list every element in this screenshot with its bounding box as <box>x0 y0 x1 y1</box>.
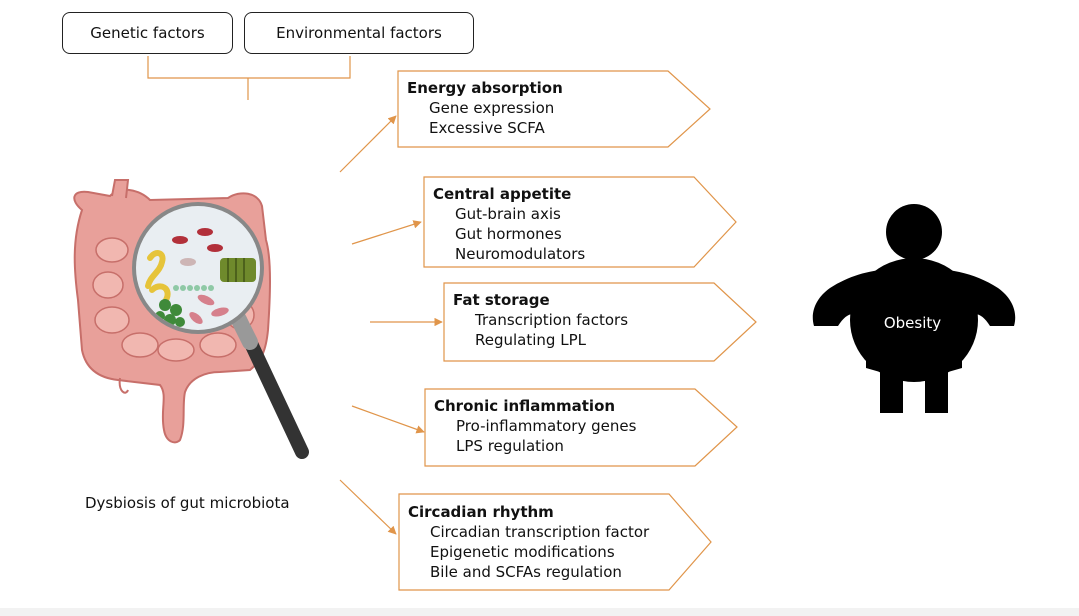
dysbiosis-label: Dysbiosis of gut microbiota <box>85 494 290 512</box>
environmental-factors-label: Environmental factors <box>276 24 442 42</box>
mechanism-item: Epigenetic modifications <box>430 543 615 561</box>
mechanism-item: Neuromodulators <box>455 245 586 263</box>
mechanism-item: Gut-brain axis <box>455 205 561 223</box>
obesity-label: Obesity <box>883 314 942 332</box>
arrow-to-energy-absorption <box>339 115 397 173</box>
mechanism-central-appetite: Central appetite Gut-brain axis Gut horm… <box>433 184 585 264</box>
arrow-to-circadian-rhythm <box>339 479 397 535</box>
mechanism-item: Bile and SCFAs regulation <box>430 563 622 581</box>
mechanism-item: Gene expression <box>429 99 555 117</box>
person-silhouette-icon <box>812 204 1016 413</box>
footer-strip <box>0 608 1079 616</box>
mechanism-title: Energy absorption <box>407 79 563 97</box>
mechanism-circadian-rhythm: Circadian rhythm Circadian transcription… <box>408 502 649 582</box>
circadian-rhythm-box <box>398 493 712 591</box>
mechanism-title: Circadian rhythm <box>408 503 554 521</box>
mechanism-fat-storage: Fat storage Transcription factors Regula… <box>453 290 628 350</box>
central-appetite-box <box>423 176 737 268</box>
mechanism-item: LPS regulation <box>456 437 564 455</box>
fat-storage-box <box>443 282 757 362</box>
mechanism-energy-absorption: Energy absorption Gene expression Excess… <box>407 78 563 138</box>
genetic-factors-label: Genetic factors <box>90 24 205 42</box>
bracket-icon <box>147 56 351 100</box>
mechanism-item: Regulating LPL <box>475 331 586 349</box>
mechanism-chronic-inflammation: Chronic inflammation Pro-inflammatory ge… <box>434 396 636 456</box>
arrow-to-chronic-inflammation <box>351 405 425 434</box>
mechanism-item: Transcription factors <box>475 311 629 329</box>
chronic-inflammation-box <box>424 388 738 467</box>
genetic-factors-box: Genetic factors <box>62 12 233 54</box>
mechanism-item: Pro-inflammatory genes <box>456 417 637 435</box>
arrows <box>339 115 443 535</box>
mechanism-title: Chronic inflammation <box>434 397 616 415</box>
mechanism-title: Fat storage <box>453 291 550 309</box>
arrow-to-central-appetite <box>351 220 422 245</box>
environmental-factors-box: Environmental factors <box>244 12 474 54</box>
mechanism-item: Gut hormones <box>455 225 562 243</box>
mechanism-item: Circadian transcription factor <box>430 523 650 541</box>
mechanism-title: Central appetite <box>433 185 572 203</box>
magnifier-icon <box>132 202 309 459</box>
mechanism-item: Excessive SCFA <box>429 119 545 137</box>
energy-absorption-box <box>397 70 711 148</box>
